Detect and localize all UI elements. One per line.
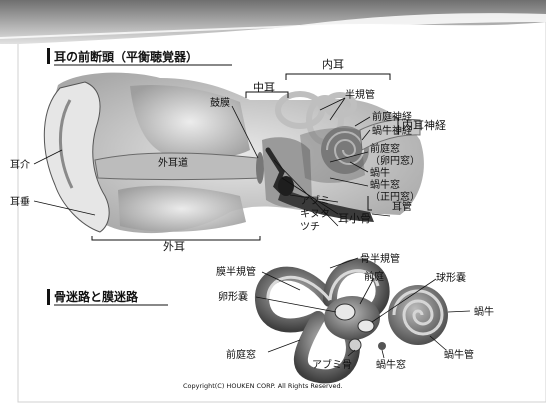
label-bony-semicircular-canals: 骨半規管 [360,252,400,265]
cochlea-bottom-shape [388,285,448,345]
label-cochlea-bottom: 蝸牛 [474,305,494,318]
round-window-shape [378,342,386,350]
label-eustachian-tube: 耳管 [392,200,412,213]
label-vestibule: 前庭 [364,270,384,283]
label-ossicles: 耳小骨 [338,212,371,225]
copyright-text: Copyright(C) HOUKEN CORP. All Rights Res… [183,382,343,390]
label-ear-canal: 外耳道 [158,156,188,169]
label-inner-ear: 内耳 [322,57,344,71]
label-inner-ear-nerve: 内耳神経 [402,118,446,132]
label-saccule: 球形嚢 [436,271,466,284]
label-utricle: 卵形嚢 [218,290,248,303]
label-outer-ear: 外耳 [163,240,185,253]
label-oval-window: 前庭窓 [370,142,400,155]
label-cochlear-duct: 蝸牛管 [444,348,474,361]
label-stapes-bone: アブミ骨 [312,358,352,371]
utricle-shape [335,304,355,320]
tube-opening [278,176,294,196]
label-membranous-ducts: 膜半規管 [216,265,256,278]
label-cochlea: 蝸牛 [370,166,390,179]
label-middle-ear: 中耳 [253,81,275,94]
label-malleus: ツチ [300,221,320,233]
stapes-footplate-shape [349,339,361,351]
label-semicircular-canals: 半規管 [345,88,375,101]
label-round-window-bottom: 蝸牛窓 [376,358,406,371]
label-round-window: 蝸牛窓 [370,178,400,191]
section-bar-top [47,48,50,64]
label-auricle: 耳介 [10,159,30,171]
label-oval-window-bottom: 前庭窓 [226,348,256,361]
section-bar-bottom [47,289,50,305]
label-stapes: アブミ [300,194,330,207]
label-oval-window-alt: （卵円窓） [370,154,420,167]
label-incus: キヌタ [300,208,330,220]
label-earlobe: 耳垂 [10,196,30,208]
label-eardrum: 鼓膜 [210,96,230,109]
saccule-shape [358,320,374,332]
section-title-top: 耳の前断頭（平衡聴覚器） [54,49,198,64]
section-title-bottom: 骨迷路と膜迷路 [54,289,139,304]
